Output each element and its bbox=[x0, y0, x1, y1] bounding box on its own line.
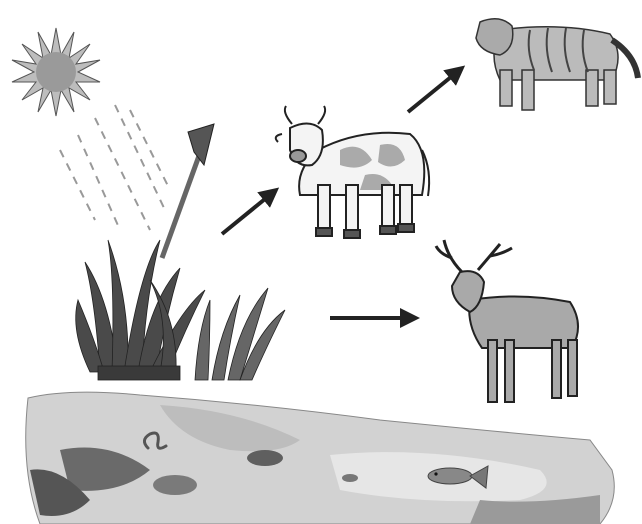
grass-icon bbox=[76, 240, 285, 380]
cow-icon bbox=[276, 106, 429, 238]
sun-icon bbox=[12, 28, 100, 116]
deer-icon bbox=[436, 240, 578, 402]
arrow-grass-to-cow bbox=[222, 190, 276, 234]
arrow-cow-to-tiger bbox=[408, 68, 462, 112]
soil-water-icon bbox=[26, 392, 615, 524]
sun-rays-icon bbox=[60, 105, 170, 230]
arrow-sun-to-grass bbox=[162, 124, 214, 258]
tiger-icon bbox=[476, 19, 638, 110]
